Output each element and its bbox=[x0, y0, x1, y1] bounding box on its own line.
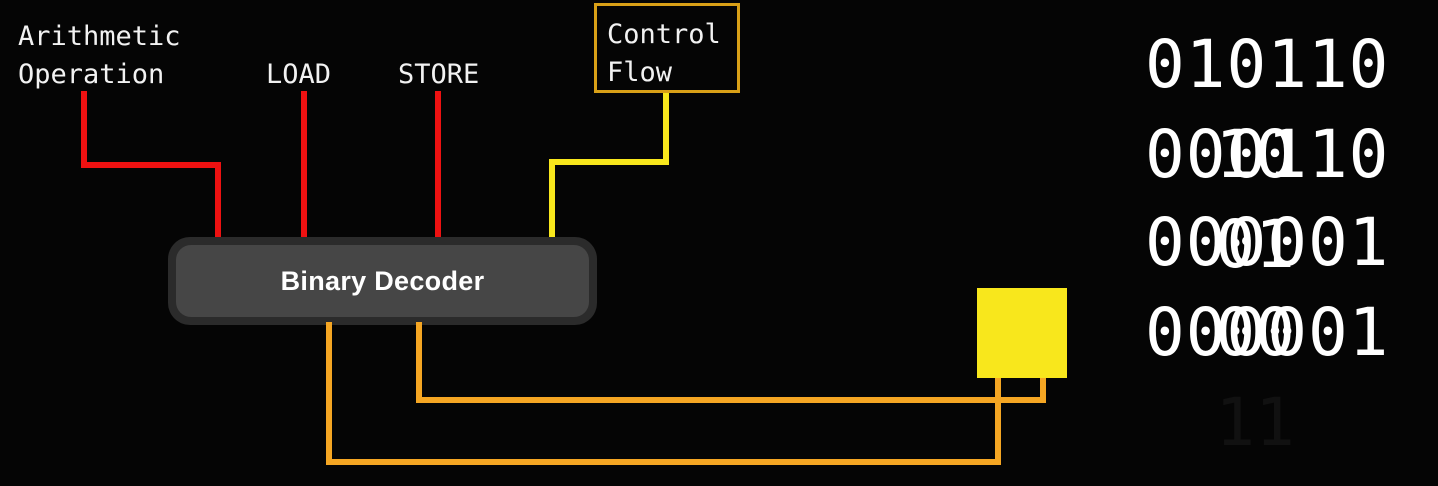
wire-control-flow-vertical-upper bbox=[663, 93, 669, 165]
label-load: LOAD bbox=[266, 59, 332, 90]
wire-arithmetic-vertical-upper bbox=[81, 91, 87, 168]
binary-decoder-block[interactable]: Binary Decoder bbox=[168, 237, 597, 325]
table-row-highlighted: 11 bbox=[977, 288, 1295, 461]
code-value: 01 bbox=[1215, 206, 1295, 283]
code-value: 10 bbox=[1215, 116, 1295, 193]
wire-output-b-vertical-up bbox=[1040, 375, 1046, 403]
bits-value: 000001 bbox=[1145, 204, 1390, 281]
label-control-flow: Control Flow bbox=[607, 19, 721, 88]
wire-output-a-vertical-up bbox=[995, 375, 1001, 462]
bits-value: 000001 bbox=[1145, 294, 1390, 371]
code-value-highlighted: 11 bbox=[1215, 384, 1295, 461]
label-store: STORE bbox=[398, 59, 480, 90]
wire-output-a-horizontal bbox=[326, 459, 1001, 465]
binary-decoder-title: Binary Decoder bbox=[280, 265, 485, 296]
control-flow-box: Control Flow bbox=[594, 3, 740, 93]
wire-output-b-vertical-down bbox=[416, 322, 422, 403]
wire-store bbox=[435, 91, 441, 242]
table-row: 01 bbox=[977, 110, 1294, 283]
label-arithmetic-operation: Arithmetic Operation bbox=[18, 21, 181, 90]
wire-arithmetic-vertical-lower bbox=[215, 162, 221, 242]
bits-value: 010110 bbox=[1145, 26, 1390, 103]
wire-control-flow-horizontal bbox=[549, 159, 669, 165]
wire-load bbox=[301, 91, 307, 242]
table-row: 10 bbox=[977, 20, 1294, 193]
binary-decoder-inner: Binary Decoder bbox=[176, 245, 589, 317]
wire-output-b-horizontal bbox=[416, 397, 1046, 403]
table-row: 00 bbox=[977, 198, 1294, 371]
code-value: 00 bbox=[1215, 294, 1295, 371]
bits-value: 000110 bbox=[1145, 116, 1390, 193]
wire-control-flow-vertical-lower bbox=[549, 159, 555, 245]
wire-arithmetic-horizontal bbox=[81, 162, 221, 168]
wire-output-a-vertical-down bbox=[326, 322, 332, 462]
